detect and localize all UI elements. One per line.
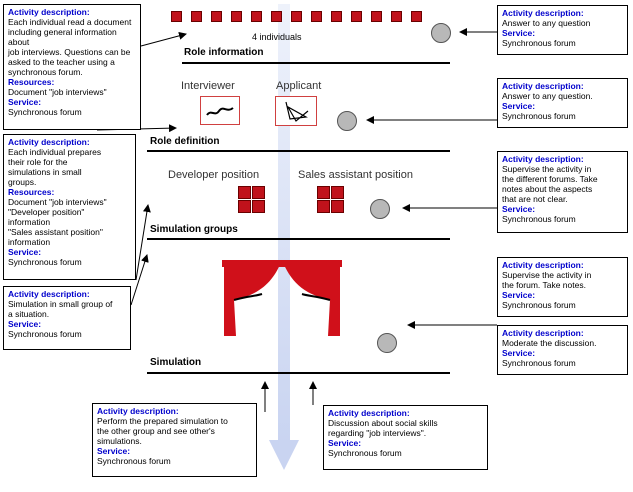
individual-square: [331, 11, 342, 22]
teacher-circle: [370, 199, 390, 219]
right-box-5: Activity description: Moderate the discu…: [497, 325, 628, 375]
sales-group-icon: [317, 186, 344, 213]
activity-heading: Activity description:: [8, 137, 90, 147]
applicant-signature-icon: [275, 96, 317, 126]
service-heading: Service:: [502, 290, 536, 300]
activity-text: Answer to any question: [502, 18, 591, 28]
activity-text: Perform the prepared simulation to the o…: [97, 416, 228, 446]
phase-simulation: Simulation: [150, 357, 202, 368]
service-text: Synchronous forum: [8, 107, 82, 117]
left-box-1: Activity description: Each individual re…: [3, 4, 141, 130]
service-text: Synchronous forum: [97, 456, 171, 466]
arrow-left-4: [130, 254, 149, 306]
service-heading: Service:: [502, 28, 536, 38]
activity-heading: Activity description:: [97, 406, 179, 416]
individual-square: [371, 11, 382, 22]
phase-rule: [147, 372, 450, 374]
service-heading: Service:: [502, 101, 536, 111]
service-text: Synchronous forum: [328, 448, 402, 458]
activity-text: Simulation in small group of a situation…: [8, 299, 113, 319]
activity-text: Each individual prepares their role for …: [8, 147, 102, 187]
arrow-left-3: [135, 204, 151, 281]
right-box-4: Activity description: Supervise the acti…: [497, 257, 628, 317]
flow-arrow: [269, 4, 299, 470]
service-text: Synchronous forum: [8, 329, 82, 339]
phase-rule: [147, 238, 450, 240]
service-heading: Service:: [8, 247, 42, 257]
service-text: Synchronous forum: [502, 214, 576, 224]
activity-heading: Activity description:: [502, 328, 584, 338]
service-text: Synchronous forum: [502, 358, 576, 368]
arrow-left-1: [140, 31, 187, 47]
service-heading: Service:: [502, 204, 536, 214]
activity-text: Supervise the activity in the forum. Tak…: [502, 270, 592, 290]
activity-text: Moderate the discussion.: [502, 338, 597, 348]
individual-square: [231, 11, 242, 22]
resources-text: Document "job interviews" "Developer pos…: [8, 197, 107, 247]
interviewer-signature-icon: [200, 96, 240, 125]
individual-square: [211, 11, 222, 22]
service-heading: Service:: [97, 446, 131, 456]
service-heading: Service:: [502, 348, 536, 358]
activity-heading: Activity description:: [8, 7, 90, 17]
teacher-circle: [337, 111, 357, 131]
service-text: Synchronous forum: [8, 257, 82, 267]
service-heading: Service:: [8, 319, 42, 329]
theater-curtain-icon: [222, 260, 342, 336]
individual-square: [311, 11, 322, 22]
left-box-2: Activity description: Each individual pr…: [3, 134, 136, 280]
individual-square: [171, 11, 182, 22]
activity-text: Supervise the activity in the different …: [502, 164, 598, 204]
activity-text: Each individual read a document includin…: [8, 17, 132, 77]
activity-heading: Activity description:: [502, 8, 584, 18]
individual-square: [291, 11, 302, 22]
service-heading: Service:: [328, 438, 362, 448]
phase-rule: [147, 150, 450, 152]
developer-position-label: Developer position: [168, 169, 260, 181]
developer-group-icon: [238, 186, 265, 213]
teacher-circle: [431, 23, 451, 43]
activity-heading: Activity description:: [8, 289, 90, 299]
activity-heading: Activity description:: [502, 260, 584, 270]
individual-square: [251, 11, 262, 22]
individual-square: [411, 11, 422, 22]
service-text: Synchronous forum: [502, 38, 576, 48]
resources-heading: Resources:: [8, 77, 55, 87]
individual-square: [351, 11, 362, 22]
right-box-2: Activity description: Answer to any ques…: [497, 78, 628, 128]
phase-role-definition: Role definition: [150, 136, 220, 147]
phase-role-information: Role information: [184, 47, 264, 58]
activity-heading: Activity description:: [328, 408, 410, 418]
left-box-3: Activity description: Simulation in smal…: [3, 286, 131, 350]
activity-text: Discussion about social skills regarding…: [328, 418, 438, 438]
resources-heading: Resources:: [8, 187, 55, 197]
right-box-1: Activity description: Answer to any ques…: [497, 5, 628, 55]
phase-rule: [182, 62, 450, 64]
individuals-label: 4 individuals: [252, 32, 302, 42]
service-text: Synchronous forum: [502, 300, 576, 310]
service-text: Synchronous forum: [502, 111, 576, 121]
individual-square: [191, 11, 202, 22]
activity-text: Answer to any question.: [502, 91, 593, 101]
resources-text: Document "job interviews": [8, 87, 107, 97]
service-heading: Service:: [8, 97, 42, 107]
bottom-box-2: Activity description: Discussion about s…: [323, 405, 488, 470]
individual-square: [391, 11, 402, 22]
individual-square: [271, 11, 282, 22]
activity-heading: Activity description:: [502, 154, 584, 164]
teacher-circle: [377, 333, 397, 353]
role-applicant-label: Applicant: [276, 80, 322, 92]
right-box-3: Activity description: Supervise the acti…: [497, 151, 628, 233]
role-interviewer-label: Interviewer: [181, 80, 235, 92]
activity-heading: Activity description:: [502, 81, 584, 91]
bottom-box-1: Activity description: Perform the prepar…: [92, 403, 257, 477]
sales-position-label: Sales assistant position: [298, 169, 413, 181]
phase-simulation-groups: Simulation groups: [150, 224, 238, 235]
